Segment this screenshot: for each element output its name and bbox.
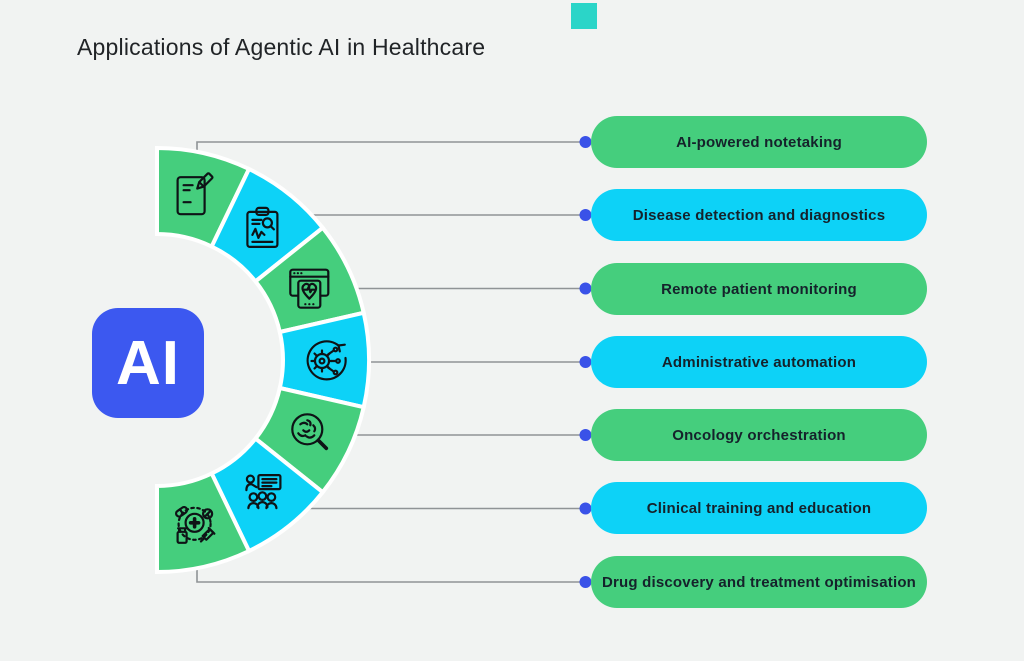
connector-dot xyxy=(579,282,592,295)
decorative-square xyxy=(571,3,597,29)
pill-notetaking: AI-powered notetaking xyxy=(591,116,927,168)
gear-automation-icon xyxy=(306,340,347,381)
connector-dot xyxy=(579,576,592,588)
cell-magnifier-icon xyxy=(291,413,329,451)
drug-discovery-icon xyxy=(175,505,216,544)
pill-disease-detection: Disease detection and diagnostics xyxy=(591,189,927,241)
pill-drug-discovery: Drug discovery and treatment optimisatio… xyxy=(591,556,927,608)
training-people-icon xyxy=(245,474,282,510)
ai-logo: AI xyxy=(92,308,204,418)
connector-line xyxy=(196,566,585,583)
ai-logo-label: AI xyxy=(116,328,180,398)
connector-dot xyxy=(579,136,592,148)
pill-admin-automation: Administrative automation xyxy=(591,336,927,388)
monitor-heart-icon xyxy=(289,268,330,309)
pill-remote-monitoring: Remote patient monitoring xyxy=(591,263,927,315)
pill-oncology: Oncology orchestration xyxy=(591,409,927,461)
connector-dot xyxy=(579,209,592,221)
page-title: Applications of Agentic AI in Healthcare xyxy=(77,34,486,60)
connector-dot xyxy=(579,502,592,515)
connector-dot xyxy=(579,429,592,441)
connector-dot xyxy=(579,356,592,368)
pill-clinical-training: Clinical training and education xyxy=(591,482,927,534)
clipboard-diagnostics-icon xyxy=(246,206,279,248)
notepad-pencil-icon xyxy=(176,172,214,216)
connector-line xyxy=(196,141,585,154)
